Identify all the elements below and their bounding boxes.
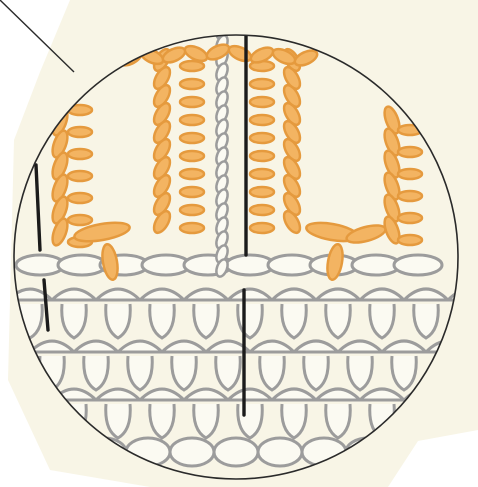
- orange-stitch: [250, 133, 274, 143]
- orange-stitch: [250, 223, 274, 233]
- orange-left-stitch: [68, 127, 92, 137]
- grey-bottom-loop: [214, 438, 258, 466]
- orange-stitch: [250, 79, 274, 89]
- grey-bottom-loop: [170, 438, 214, 466]
- grey-bottom-loop: [258, 438, 302, 466]
- orange-right-stitch: [398, 213, 422, 223]
- orange-stitch: [180, 115, 204, 125]
- orange-stitch: [250, 151, 274, 161]
- orange-left-stitch: [68, 215, 92, 225]
- orange-stitch: [250, 205, 274, 215]
- orange-stitch: [180, 151, 204, 161]
- orange-right-stitch: [398, 191, 422, 201]
- orange-stitch: [250, 115, 274, 125]
- orange-left-stitch: [68, 149, 92, 159]
- orange-stitch: [180, 223, 204, 233]
- orange-stitch: [180, 61, 204, 71]
- orange-right-stitch: [398, 169, 422, 179]
- orange-right-stitch: [398, 235, 422, 245]
- orange-stitch: [250, 169, 274, 179]
- orange-stitch: [180, 169, 204, 179]
- grey-chain-loop: [394, 255, 442, 275]
- orange-stitch: [180, 79, 204, 89]
- orange-left-stitch: [68, 193, 92, 203]
- orange-left-stitch: [68, 171, 92, 181]
- orange-stitch: [250, 187, 274, 197]
- orange-stitch: [250, 97, 274, 107]
- orange-stitch: [180, 187, 204, 197]
- orange-right-stitch: [398, 147, 422, 157]
- orange-stitch: [180, 97, 204, 107]
- orange-stitch: [180, 133, 204, 143]
- orange-stitch: [180, 205, 204, 215]
